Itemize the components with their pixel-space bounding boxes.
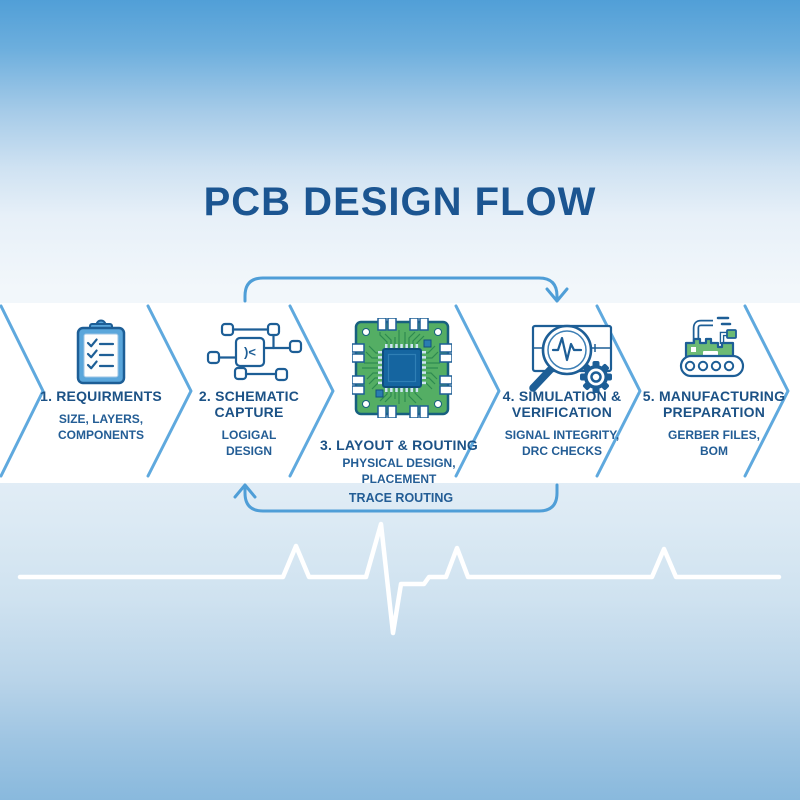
step-detail: PHYSICAL DESIGN, PLACEMENT bbox=[342, 456, 456, 486]
step-detail: SIGNAL INTEGRITY, DRC CHECKS bbox=[504, 428, 620, 459]
schematic-glyph: )< bbox=[244, 345, 256, 360]
pcb-board-icon bbox=[352, 318, 452, 418]
step-label: 2. SCHEMATIC CAPTURE bbox=[198, 388, 300, 421]
chip bbox=[382, 348, 422, 388]
step-2-schematic-capture: 2. SCHEMATIC CAPTURE LOGIGAL DESIGN bbox=[174, 388, 324, 460]
step-label: 3. LAYOUT & ROUTING bbox=[319, 437, 479, 453]
machine-body bbox=[684, 337, 735, 360]
page-title: PCB DESIGN FLOW bbox=[203, 180, 597, 224]
pulse-waveform bbox=[551, 336, 583, 362]
simulation-magnifier-gear-icon bbox=[529, 324, 613, 393]
step-label: 5. MANUFACTURING PREPARATION bbox=[642, 388, 786, 421]
step-1-requirements: 1. REQUIRMENTS SIZE, LAYERS, COMPONENTS bbox=[26, 388, 176, 443]
step-4-simulation-verification: 4. SIMULATION & VERIFICATION SIGNAL INTE… bbox=[487, 388, 637, 460]
step-detail: LOGIGAL DESIGN bbox=[221, 428, 277, 459]
schematic-nodes-icon: )< bbox=[206, 322, 303, 382]
gear-icon bbox=[580, 361, 612, 393]
magnifier-lens bbox=[541, 324, 593, 376]
step-5-manufacturing-preparation: 5. MANUFACTURING PREPARATION GERBER FILE… bbox=[639, 388, 789, 460]
step-detail: GERBER FILES, BOM bbox=[667, 428, 760, 459]
magnifier-handle bbox=[529, 366, 554, 392]
clipboard-checklist-icon bbox=[76, 319, 126, 385]
feedback-arrow-label: TRACE ROUTING bbox=[348, 491, 454, 505]
step-label: 4. SIMULATION & VERIFICATION bbox=[502, 388, 622, 421]
step-3-layout-routing: 3. LAYOUT & ROUTING PHYSICAL DESIGN, PLA… bbox=[319, 437, 479, 487]
step-detail: SIZE, LAYERS, COMPONENTS bbox=[57, 412, 144, 442]
step-label: 1. REQUIRMENTS bbox=[40, 388, 162, 404]
factory-conveyor-icon bbox=[679, 316, 745, 378]
